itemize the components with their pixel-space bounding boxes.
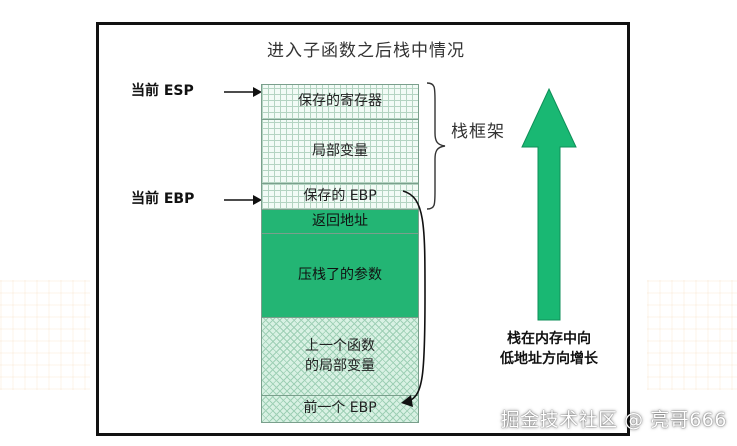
stack-frame-brace-icon — [426, 82, 446, 210]
stack-cell-label: 前一个 EBP — [303, 400, 377, 417]
ebp-arrow-icon — [224, 195, 262, 205]
stack-cell-label: 返回地址 — [312, 212, 368, 229]
stack-cell-local-variables: 局部变量 — [262, 120, 418, 184]
stack-cell-pushed-args: 压栈了的参数 — [262, 234, 418, 318]
diagram-title: 进入子函数之后栈中情况 — [267, 41, 465, 61]
growth-label-line1: 栈在内存中向 — [507, 331, 591, 347]
stack-cell-return-address: 返回地址 — [262, 210, 418, 234]
background-decoration-right — [647, 280, 737, 390]
stack-cell-caller-locals: 上一个函数 的局部变量 — [262, 318, 418, 396]
stack-column: 保存的寄存器 局部变量 保存的 EBP 返回地址 压栈了的参数 上一个函数 的局… — [261, 84, 419, 423]
diagram-frame: 进入子函数之后栈中情况 当前 ESP 当前 EBP 保存的寄存器 局部变量 保存… — [96, 22, 630, 436]
stack-cell-label: 保存的寄存器 — [298, 93, 382, 110]
stack-cell-previous-ebp: 前一个 EBP — [262, 396, 418, 422]
stack-cell-label: 局部变量 — [312, 142, 368, 159]
stack-frame-label: 栈框架 — [451, 122, 505, 142]
stack-cell-label: 上一个函数 的局部变量 — [305, 337, 375, 374]
growth-up-arrow-icon — [521, 87, 577, 321]
stack-cell-saved-ebp: 保存的 EBP — [262, 184, 418, 210]
stack-cell-saved-registers: 保存的寄存器 — [262, 85, 418, 120]
stack-cell-label: 保存的 EBP — [303, 187, 377, 204]
ebp-chain-arrow-icon — [401, 190, 426, 407]
background-decoration-left — [0, 280, 90, 390]
watermark: 掘金技术社区 @ 亮哥666 — [500, 409, 727, 431]
esp-arrow-icon — [224, 87, 262, 97]
ebp-label: 当前 EBP — [131, 191, 195, 207]
growth-label-line2: 低地址方向增长 — [500, 351, 598, 368]
growth-label: 栈在内存中向 低地址方向增长 — [494, 329, 604, 370]
esp-label: 当前 ESP — [131, 83, 194, 99]
stack-cell-label: 压栈了的参数 — [298, 266, 382, 283]
